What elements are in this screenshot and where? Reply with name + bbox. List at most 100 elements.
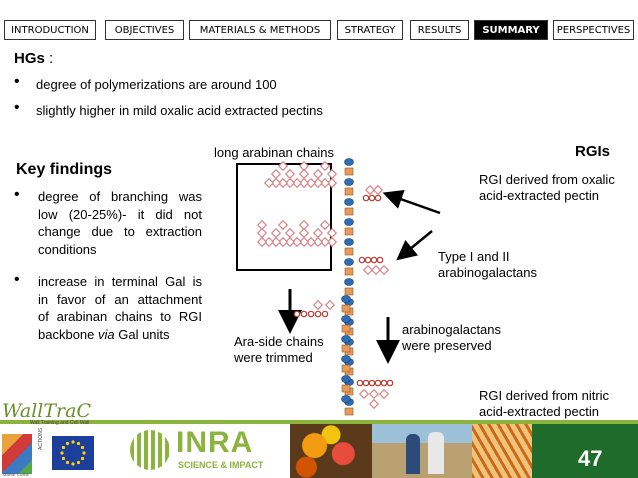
- key-finding-1-line: degree of branching was: [38, 189, 202, 204]
- arabinose-residue: [298, 160, 310, 172]
- eu-stars-icon: [60, 440, 86, 466]
- key-finding-2-text: Gal units: [114, 326, 170, 342]
- galactose-residue: [386, 379, 394, 387]
- eu-star-icon: [82, 451, 86, 455]
- arabinogalactans-preserved-label: arabinogalactans were preserved: [402, 322, 501, 354]
- hgs-title: HGs: [14, 50, 45, 67]
- galacturonic-acid-residue: [341, 395, 351, 403]
- galactose-residue: [376, 256, 384, 264]
- eu-star-icon: [61, 456, 66, 461]
- hgs-colon: :: [44, 50, 54, 67]
- arabinose-residue: [312, 299, 324, 311]
- galacturonic-acid-residue: [344, 178, 354, 186]
- arabinose-residue: [263, 236, 275, 248]
- key-finding-1: degree of branching was low (20-25%)- it…: [38, 188, 202, 258]
- walltrac-subtitle: Wall Training and Cell Wall: [30, 420, 90, 426]
- section-tabs: INTRODUCTION OBJECTIVES MATERIALS & METH…: [4, 20, 634, 42]
- walltrac-logo: WallTraC: [2, 400, 91, 422]
- tab-perspectives[interactable]: PERSPECTIVES: [553, 20, 634, 40]
- galacturonic-acid-residue: [344, 158, 354, 166]
- hgs-bullet-1: degree of polymerizations are around 100: [36, 77, 277, 92]
- rhamnose-residue: [344, 187, 354, 196]
- arabinose-residue: [284, 177, 296, 189]
- tab-introduction[interactable]: INTRODUCTION: [4, 20, 96, 40]
- arabinose-residue: [291, 236, 303, 248]
- rhamnose-residue: [344, 247, 354, 256]
- galacturonic-acid-residue: [344, 198, 354, 206]
- bullet-icon: •: [14, 99, 20, 116]
- galactose-residue: [358, 256, 366, 264]
- tab-strategy[interactable]: STRATEGY: [337, 20, 403, 40]
- key-finding-2-line: of arabinan chains to RGI: [38, 309, 202, 324]
- bullet-icon: •: [14, 73, 20, 90]
- arabinose-residue: [370, 264, 382, 276]
- rhamnose-residue: [341, 304, 351, 313]
- galactose-residue: [314, 310, 322, 318]
- arabinogal-label-line: were preserved: [402, 338, 492, 353]
- arabinose-residue: [270, 227, 282, 239]
- rhamnose-residue: [344, 287, 354, 296]
- arabinose-residue: [298, 168, 310, 180]
- key-finding-1-line: conditions: [38, 241, 97, 257]
- tab-objectives[interactable]: OBJECTIVES: [105, 20, 184, 40]
- galacturonic-acid-residue: [341, 375, 351, 383]
- galactose-residue: [370, 256, 378, 264]
- eu-star-icon: [65, 460, 70, 465]
- tab-results[interactable]: RESULTS: [410, 20, 469, 40]
- eu-star-icon: [76, 460, 81, 465]
- arabinose-residue: [358, 388, 370, 400]
- tab-summary[interactable]: SUMMARY: [474, 20, 548, 40]
- ara-trimmed-label: Ara-side chains were trimmed: [234, 334, 324, 366]
- oxalic-label-line: RGI derived from oxalic: [479, 172, 615, 187]
- inra-name: INRA: [176, 426, 254, 459]
- type-label-line: Type I and II: [438, 249, 510, 264]
- long-arabinan-label: long arabinan chains: [214, 145, 334, 160]
- oxalic-label-line: acid-extracted pectin: [479, 188, 599, 203]
- arabinose-residue: [326, 227, 338, 239]
- arabinose-residue: [368, 388, 380, 400]
- arabinose-residue: [291, 177, 303, 189]
- arabinose-residue: [312, 177, 324, 189]
- galactose-residue: [321, 310, 329, 318]
- molecular-structure-photo: [472, 424, 532, 478]
- galacturonic-acid-residue: [341, 335, 351, 343]
- type-arabinogalactans-label: Type I and II arabinogalactans: [438, 249, 537, 281]
- arabinose-residue: [263, 177, 275, 189]
- key-finding-1-line: low (20-25%)- it did not: [38, 206, 202, 222]
- arabinose-residue: [319, 177, 331, 189]
- galactose-residue: [356, 379, 364, 387]
- galactose-residue: [374, 194, 382, 202]
- arabinose-residue: [256, 227, 268, 239]
- arabinose-residue: [277, 177, 289, 189]
- arabinose-residue: [256, 236, 268, 248]
- galacturonic-acid-residue: [341, 315, 351, 323]
- eu-star-icon: [60, 451, 64, 455]
- bullet-icon: •: [14, 186, 20, 203]
- arabinose-residue: [284, 168, 296, 180]
- galactose-residue: [307, 310, 315, 318]
- tab-materials-methods[interactable]: MATERIALS & METHODS: [189, 20, 331, 40]
- footer-banner: WallTraC Wall Training and Cell Wall MAR…: [0, 400, 638, 478]
- galacturonic-acid-residue: [344, 278, 354, 286]
- rhamnose-residue: [344, 407, 354, 416]
- arabinose-residue: [312, 168, 324, 180]
- key-finding-1-line: change due to extraction: [38, 224, 202, 239]
- marie-curie-logo: [2, 434, 32, 474]
- arabinose-residue: [298, 236, 310, 248]
- arabinose-residue: [312, 236, 324, 248]
- arabinose-residue: [368, 398, 380, 410]
- arabinose-residue: [298, 227, 310, 239]
- nitric-label: RGI derived from nitric acid-extracted p…: [479, 388, 609, 420]
- arabinose-residue: [319, 236, 331, 248]
- ara-label-line: were trimmed: [234, 350, 313, 365]
- rhamnose-residue: [344, 207, 354, 216]
- arabinose-residue: [298, 219, 310, 231]
- rhamnose-residue: [341, 384, 351, 393]
- arabinose-residue: [284, 227, 296, 239]
- eu-star-icon: [80, 456, 85, 461]
- galacturonic-acid-residue: [344, 258, 354, 266]
- galacturonic-acid-residue: [341, 355, 351, 363]
- arabinose-residue: [362, 264, 374, 276]
- arabinose-residue: [270, 168, 282, 180]
- key-finding-2-line: in favor of an attachment: [38, 291, 202, 307]
